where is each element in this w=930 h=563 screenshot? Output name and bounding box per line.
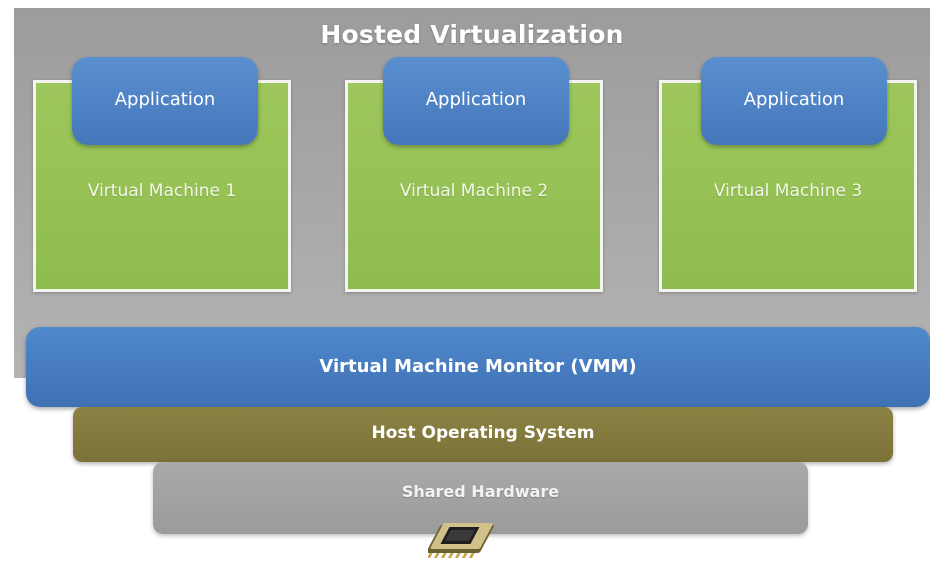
shared-hardware-label: Shared Hardware [401,482,560,501]
host-os-layer: Host Operating System [73,407,893,462]
application-1-box: Application [72,57,258,145]
virtual-machine-1-label: Virtual Machine 1 [87,181,237,201]
virtual-machine-3-label: Virtual Machine 3 [713,181,863,201]
application-3-box: Application [701,57,887,145]
vmm-label: Virtual Machine Monitor (VMM) [319,356,637,377]
cpu-chip-icon [428,523,494,558]
application-3-label: Application [743,89,845,110]
application-2-label: Application [425,89,527,110]
diagram-title: Hosted Virtualization [320,20,624,49]
application-1-label: Application [114,89,216,110]
vmm-layer: Virtual Machine Monitor (VMM) [26,327,930,407]
shared-hardware-layer: Shared Hardware [153,462,808,534]
application-2-box: Application [383,57,569,145]
virtual-machine-2-label: Virtual Machine 2 [399,181,549,201]
host-os-label: Host Operating System [371,423,595,443]
